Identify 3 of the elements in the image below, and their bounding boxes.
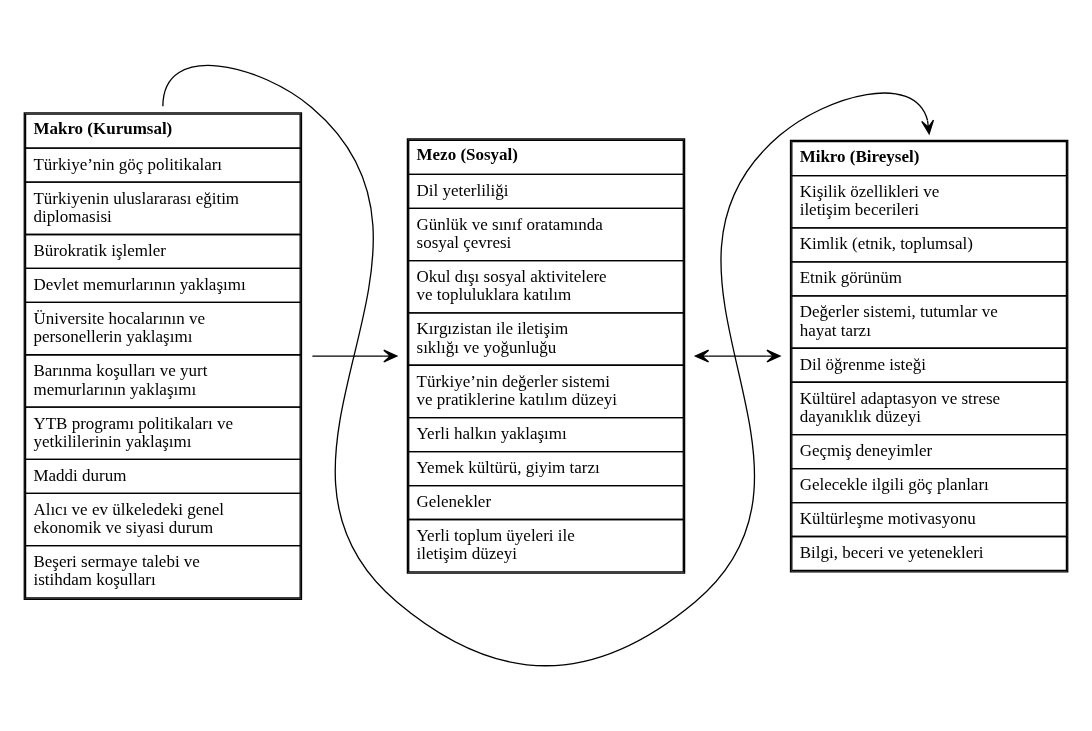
arrow xyxy=(311,349,398,363)
arrow xyxy=(162,64,935,667)
arrow xyxy=(694,349,781,363)
